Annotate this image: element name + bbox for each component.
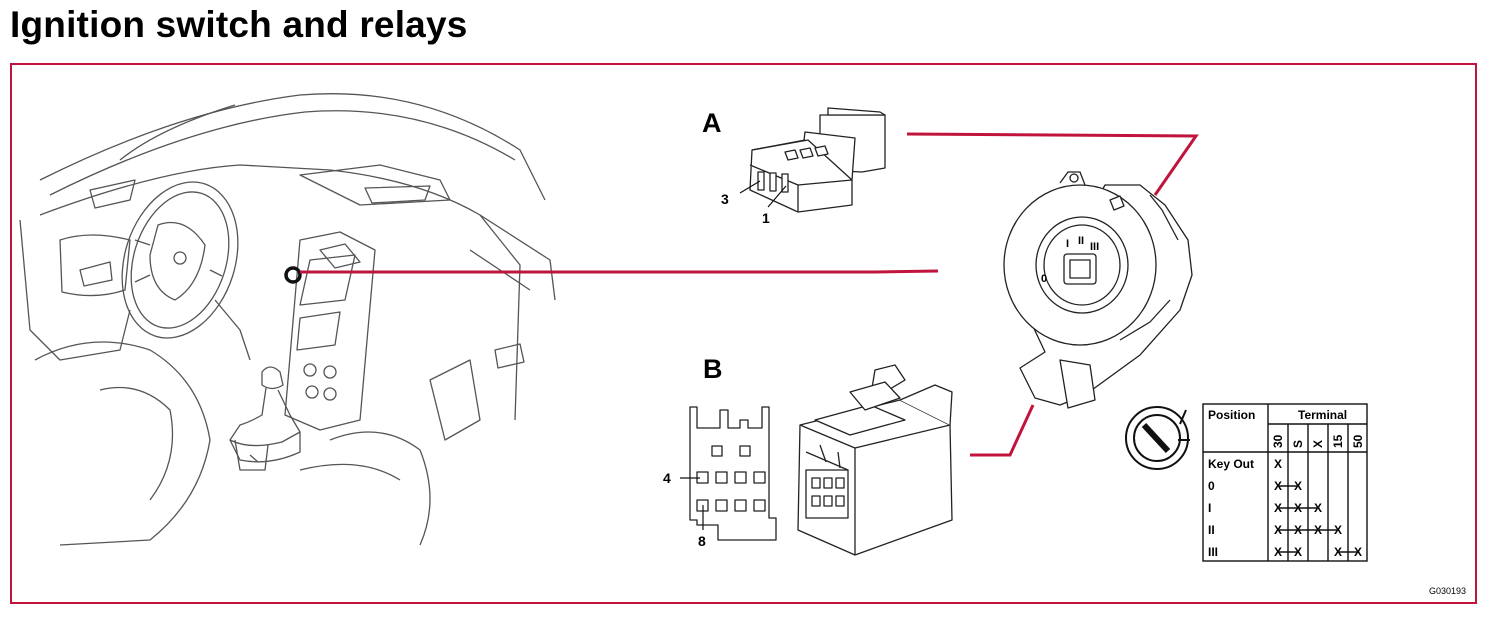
leader-connector-b xyxy=(970,404,1035,457)
ignition-location-marker xyxy=(284,266,302,284)
document-id: G030193 xyxy=(1428,586,1466,596)
key-position-icon xyxy=(1125,406,1190,470)
connector-a-pin-leaders xyxy=(739,180,787,208)
pin-label-3: 3 xyxy=(721,191,729,207)
leader-connector-a xyxy=(906,132,1199,196)
terminal-mark: X xyxy=(1274,457,1282,471)
position-row-label: I xyxy=(1208,501,1211,515)
switch-position-labels: 0 I II III xyxy=(1041,235,1099,285)
leader-lines xyxy=(300,132,1199,457)
connector-b-housing xyxy=(797,364,953,556)
car-interior-illustration xyxy=(19,93,556,546)
switch-pos-1: I xyxy=(1066,238,1069,250)
ignition-switch xyxy=(1003,171,1193,409)
position-row-label: 0 xyxy=(1208,479,1215,493)
page-title: Ignition switch and relays xyxy=(10,4,468,45)
switch-pos-3: III xyxy=(1090,241,1099,253)
terminal-label-15: 15 xyxy=(1331,434,1345,448)
position-row-label: III xyxy=(1208,545,1218,559)
connector-a-label: A xyxy=(702,108,722,138)
terminal-label-50: 50 xyxy=(1351,434,1365,448)
position-row-label: Key Out xyxy=(1208,457,1254,471)
connector-b-pin-leaders xyxy=(680,477,704,530)
connector-a xyxy=(749,107,886,213)
diagram-frame xyxy=(10,63,1477,604)
connector-b-label: B xyxy=(703,354,723,384)
pin-label-1: 1 xyxy=(762,210,770,226)
terminal-label-X: X xyxy=(1311,440,1325,448)
switch-pos-0: 0 xyxy=(1041,273,1047,285)
leader-car-to-switch xyxy=(300,269,939,274)
pin-label-8: 8 xyxy=(698,533,706,549)
switch-pos-2: II xyxy=(1078,235,1084,247)
terminal-label-30: 30 xyxy=(1271,434,1285,448)
pin-label-4: 4 xyxy=(663,470,671,486)
table-header-terminal: Terminal xyxy=(1298,408,1347,422)
connector-b-face xyxy=(689,406,777,541)
position-row-label: II xyxy=(1208,523,1215,537)
terminal-label-S: S xyxy=(1291,440,1305,448)
table-header-position: Position xyxy=(1208,408,1255,422)
